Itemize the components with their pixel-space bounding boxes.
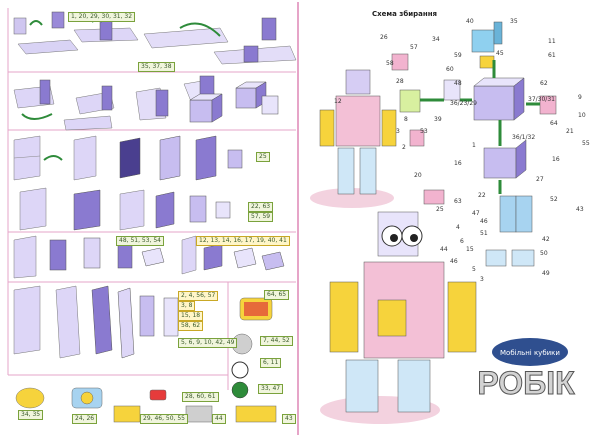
scheme-number: 3 xyxy=(396,128,400,135)
scheme-number: 25 xyxy=(436,206,444,213)
scheme-number: 63 xyxy=(454,198,462,205)
scheme-number: 49 xyxy=(542,270,550,277)
scheme-number: 28 xyxy=(396,78,404,85)
part-label: 33, 47 xyxy=(258,384,284,394)
scheme-number: 4 xyxy=(456,224,460,231)
part-label: 34, 35 xyxy=(18,410,44,420)
scheme-number: 16 xyxy=(552,156,560,163)
scheme-number: 46 xyxy=(480,218,488,225)
scheme-number: 57 xyxy=(410,44,418,51)
part-label: 64, 65 xyxy=(264,290,290,300)
scheme-number: 12 xyxy=(334,98,342,105)
scheme-number: 45 xyxy=(496,50,504,57)
part-label: 28, 60, 61 xyxy=(182,392,219,402)
brand-logo-text: Мобільні кубики xyxy=(500,349,560,357)
scheme-number: 61 xyxy=(548,52,556,59)
scheme-number: 52 xyxy=(550,196,558,203)
part-label: 22, 63 xyxy=(248,202,274,212)
product-name: РОБІК xyxy=(477,365,575,401)
part-label: 7, 44, 52 xyxy=(260,336,293,346)
part-label: 6, 11 xyxy=(260,358,282,368)
scheme-number: 36/1/32 xyxy=(512,134,536,141)
scheme-number: 21 xyxy=(566,128,574,135)
part-label: 24, 26 xyxy=(72,414,98,424)
scheme-number: 43 xyxy=(576,206,584,213)
scheme-number: 39 xyxy=(434,116,442,123)
scheme-number: 11 xyxy=(548,38,556,45)
fold-step-row-1 xyxy=(13,11,297,65)
part-label: 25 xyxy=(256,152,270,162)
scheme-number: 51 xyxy=(480,230,488,237)
robot-small-illustration xyxy=(310,69,397,208)
scheme-number: 60 xyxy=(446,66,454,73)
parts-right-column xyxy=(231,297,273,399)
scheme-number: 6 xyxy=(460,238,464,245)
scheme-number: 44 xyxy=(440,246,448,253)
part-label: 58, 62 xyxy=(178,321,204,331)
scheme-number: 20 xyxy=(414,172,422,179)
assembly-scheme xyxy=(391,21,557,267)
part-label: 43 xyxy=(282,414,296,424)
scheme-number: 50 xyxy=(540,250,548,257)
scheme-number: 64 xyxy=(550,120,558,127)
scheme-number: 59 xyxy=(454,52,462,59)
scheme-number: 22 xyxy=(478,192,486,199)
scheme-number: 3 xyxy=(480,276,484,283)
scheme-number: 58 xyxy=(386,60,394,67)
part-label: 57, 59 xyxy=(248,212,274,222)
scheme-number: 47 xyxy=(472,210,480,217)
part-label: 1, 20, 29, 30, 31, 32 xyxy=(68,12,136,22)
scheme-number: 1 xyxy=(472,142,476,149)
scheme-number: 46 xyxy=(450,258,458,265)
fold-step-row-5 xyxy=(13,285,179,359)
fold-step-row-3 xyxy=(13,135,243,231)
fold-step-row-2 xyxy=(13,75,279,131)
part-label: 44 xyxy=(212,414,226,424)
part-label: 48, 51, 53, 54 xyxy=(116,236,164,246)
scheme-number: 53 xyxy=(420,128,428,135)
scheme-number: 27 xyxy=(536,176,544,183)
part-label: 29, 46, 50, 55 xyxy=(140,414,188,424)
scheme-number: 34 xyxy=(432,36,440,43)
part-label: 12, 13, 14, 16, 17, 19, 40, 41 xyxy=(196,236,290,246)
scheme-number: 8 xyxy=(404,116,408,123)
scheme-number: 26 xyxy=(380,34,388,41)
scheme-number: 36/23/29 xyxy=(450,100,477,107)
scheme-number: 9 xyxy=(578,94,582,101)
scheme-number: 40 xyxy=(466,18,474,25)
part-label: 5, 6, 9, 10, 42, 49 xyxy=(178,338,238,348)
scheme-title: Схема збирання xyxy=(372,10,438,18)
scheme-number: 2 xyxy=(402,144,406,151)
part-label: 15, 18 xyxy=(178,311,204,321)
scheme-number: 37/30/31 xyxy=(528,96,555,103)
scheme-number: 15 xyxy=(466,246,474,253)
part-label: 2, 4, 56, 57 xyxy=(178,291,219,301)
part-label: 35, 37, 38 xyxy=(138,62,175,72)
scheme-number: 42 xyxy=(542,236,550,243)
robot-large-illustration xyxy=(320,211,477,424)
scheme-number: 35 xyxy=(510,18,518,25)
part-label: 3, 8 xyxy=(178,301,196,311)
brand-logo: Мобільні кубики РОБІК xyxy=(477,338,576,402)
scheme-number: 62 xyxy=(540,80,548,87)
scheme-number: 5 xyxy=(472,266,476,273)
scheme-number: 55 xyxy=(582,140,590,147)
scheme-number: 48 xyxy=(454,80,462,87)
scheme-number: 10 xyxy=(578,112,586,119)
scheme-number: 16 xyxy=(454,160,462,167)
